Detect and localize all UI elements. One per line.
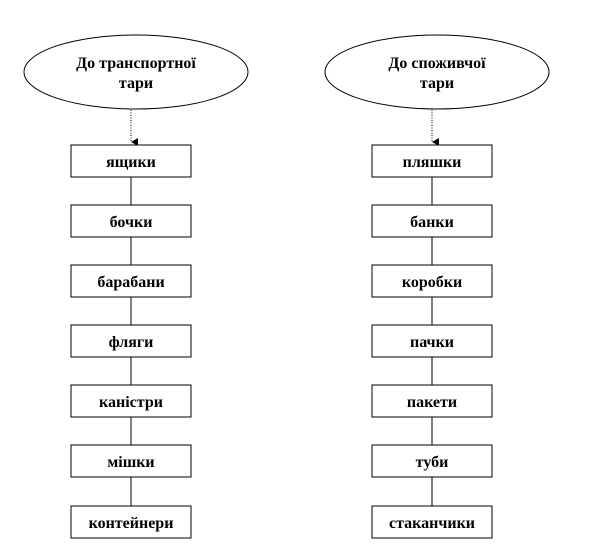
transport-header-line-2: тари bbox=[119, 75, 153, 92]
transport-item-label: фляги bbox=[109, 334, 154, 351]
transport-item-label: контейнери bbox=[89, 515, 174, 532]
consumer-item-box bbox=[371, 444, 493, 478]
consumer-item-box bbox=[371, 264, 493, 298]
consumer-header-line-2: тари bbox=[420, 75, 454, 92]
transport-item-box bbox=[70, 444, 192, 478]
consumer-header-line-1: До споживчої bbox=[388, 55, 486, 72]
transport-item-box bbox=[70, 264, 192, 298]
consumer-item-box bbox=[371, 384, 493, 418]
transport-item-label: мішки bbox=[107, 454, 154, 471]
transport-item-box bbox=[70, 204, 192, 238]
transport-item-label: бочки bbox=[110, 214, 153, 231]
transport-item-label: каністри bbox=[99, 394, 163, 411]
consumer-item-box bbox=[371, 505, 493, 539]
consumer-item-label: пляшки bbox=[403, 154, 462, 171]
consumer-item-label: коробки bbox=[402, 274, 462, 291]
transport-item-box bbox=[70, 144, 192, 178]
transport-item-label: ящики bbox=[106, 154, 156, 171]
consumer-item-box bbox=[371, 144, 493, 178]
consumer-item-box bbox=[371, 324, 493, 358]
consumer-item-label: пачки bbox=[410, 334, 454, 351]
transport-header-line-1: До транспортної bbox=[76, 55, 196, 72]
consumer-header-ellipse bbox=[324, 34, 550, 110]
consumer-item-label: пакети bbox=[407, 394, 457, 411]
column-transport: До транспортної тари ящики бочки барабан… bbox=[23, 34, 249, 539]
transport-item-label: барабани bbox=[97, 274, 164, 291]
column-consumer: До споживчої тари пляшки банки коробки п… bbox=[324, 34, 550, 539]
consumer-item-label: стаканчики bbox=[389, 515, 475, 532]
transport-item-box bbox=[70, 324, 192, 358]
consumer-item-label: туби bbox=[416, 454, 449, 471]
transport-item-box bbox=[70, 384, 192, 418]
transport-header-ellipse bbox=[23, 34, 249, 110]
consumer-item-label: банки bbox=[410, 214, 454, 231]
consumer-item-box bbox=[371, 204, 493, 238]
transport-item-box bbox=[70, 505, 192, 539]
